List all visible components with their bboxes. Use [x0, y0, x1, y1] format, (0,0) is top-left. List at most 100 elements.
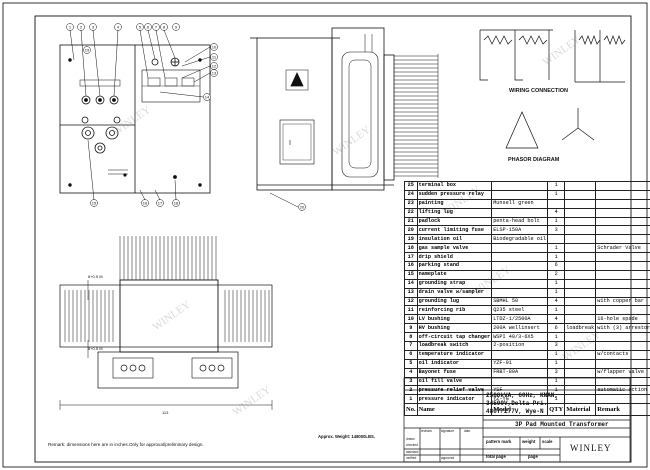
svg-text:9: 9	[175, 25, 178, 30]
bom-cell-qty: 4	[547, 207, 566, 218]
bom-cell-remark	[595, 269, 650, 280]
bom-cell-material	[564, 243, 597, 254]
svg-text:4: 4	[117, 25, 120, 30]
bom-cell-model: Biodegradable oil	[491, 234, 549, 245]
bom-cell-remark	[595, 358, 650, 369]
svg-text:17: 17	[158, 201, 163, 206]
bom-cell-no: 6	[404, 349, 418, 360]
bom-cell-material	[564, 314, 597, 325]
bom-cell-model	[491, 261, 549, 271]
bom-cell-remark	[595, 198, 650, 209]
bom-header-name: Name	[416, 403, 493, 417]
bom-cell-no: 14	[404, 278, 418, 289]
bom-cell-qty: 1	[547, 332, 566, 343]
tb-verified: verified	[406, 456, 417, 460]
tb-weight: weight	[522, 439, 536, 444]
spec-line: 34500V,Delta Pri.	[486, 400, 548, 407]
svg-text:16: 16	[143, 201, 148, 206]
spec-line: 2500kVA, 60Hz, KNAN,	[486, 392, 559, 399]
bom-cell-remark	[595, 332, 650, 343]
bom-cell-no: 19	[404, 234, 418, 245]
tb-page: page	[528, 454, 538, 459]
bom-cell-name: drain valve w/sampler	[416, 287, 493, 298]
bom-cell-model: LTDZ-1/2500A	[491, 314, 549, 325]
bom-cell-model: penta-head bolt	[491, 216, 549, 227]
svg-text:11: 11	[212, 55, 217, 60]
dim-left-bottom: 8+0.5 M	[88, 346, 103, 351]
tb-date: date	[464, 429, 471, 433]
bom-cell-remark	[595, 189, 650, 200]
svg-text:14: 14	[205, 95, 210, 100]
bom-cell-name: parking stand	[416, 261, 493, 271]
drawing-title: 3P Pad Mounted Transformer	[515, 421, 609, 428]
bom-cell-model: FRBT-80A	[491, 367, 549, 378]
bom-cell-qty: 1	[547, 216, 566, 227]
tb-signature: signature	[441, 429, 455, 433]
bom-cell-remark	[595, 225, 650, 236]
bom-cell-model: YZF-01	[491, 358, 549, 369]
side-view	[250, 27, 395, 191]
bom-cell-remark	[595, 216, 650, 227]
bom-cell-no: 12	[404, 296, 418, 307]
bom-cell-remark: 16-hole spade	[595, 314, 650, 325]
bom-cell-no: 9	[404, 323, 418, 334]
bom-cell-name: grounding strap	[416, 278, 493, 289]
bom-cell-remark: automatic action	[595, 385, 650, 396]
bom-cell-no: 4	[404, 367, 418, 378]
bom-cell-remark	[595, 252, 650, 263]
bom-cell-qty: 1	[547, 189, 566, 200]
bom-cell-model: Q235 steel	[491, 305, 549, 316]
bom-cell-qty: 1	[547, 243, 566, 254]
bom-cell-qty: 1	[547, 376, 566, 387]
bom-cell-qty: 1	[547, 181, 566, 191]
bom-cell-no: 21	[404, 216, 418, 227]
bom-cell-no: 22	[404, 207, 418, 218]
bom-cell-material	[564, 225, 597, 236]
bom-cell-material	[564, 287, 597, 298]
bom-cell-remark	[595, 181, 650, 191]
bom-cell-model	[491, 252, 549, 263]
bom-cell-model: ELSP-150A	[491, 225, 549, 236]
bom-cell-name: off-circuit tap changer	[416, 332, 493, 343]
bom-cell-model: Munsell green	[491, 198, 549, 209]
bom-header-no: No.	[404, 403, 418, 417]
bom-cell-material	[564, 341, 597, 351]
bom-cell-material	[564, 296, 597, 307]
bom-cell-qty: 4	[547, 296, 566, 307]
bom-cell-qty	[547, 198, 566, 209]
bom-cell-name: pressure relief valve	[416, 385, 493, 396]
bom-cell-material	[564, 261, 597, 271]
bom-cell-model: 200A wellinsert	[491, 323, 549, 334]
bom-cell-material: loadbreak	[564, 323, 597, 334]
bom-cell-remark	[595, 234, 650, 245]
bom-cell-material	[564, 269, 597, 280]
bom-cell-qty: 3	[547, 225, 566, 236]
bom-cell-material	[564, 207, 597, 218]
bom-cell-remark	[595, 207, 650, 218]
bom-cell-no: 2	[404, 385, 418, 396]
bom-cell-qty: 3	[547, 367, 566, 378]
bom-cell-remark	[595, 394, 650, 405]
front-view-callouts	[66, 23, 306, 211]
bom-cell-name: loadbreak switch	[416, 341, 493, 351]
bom-cell-material	[564, 349, 597, 360]
bom-cell-qty: 6	[547, 323, 566, 334]
bom-cell-qty: 1	[547, 305, 566, 316]
